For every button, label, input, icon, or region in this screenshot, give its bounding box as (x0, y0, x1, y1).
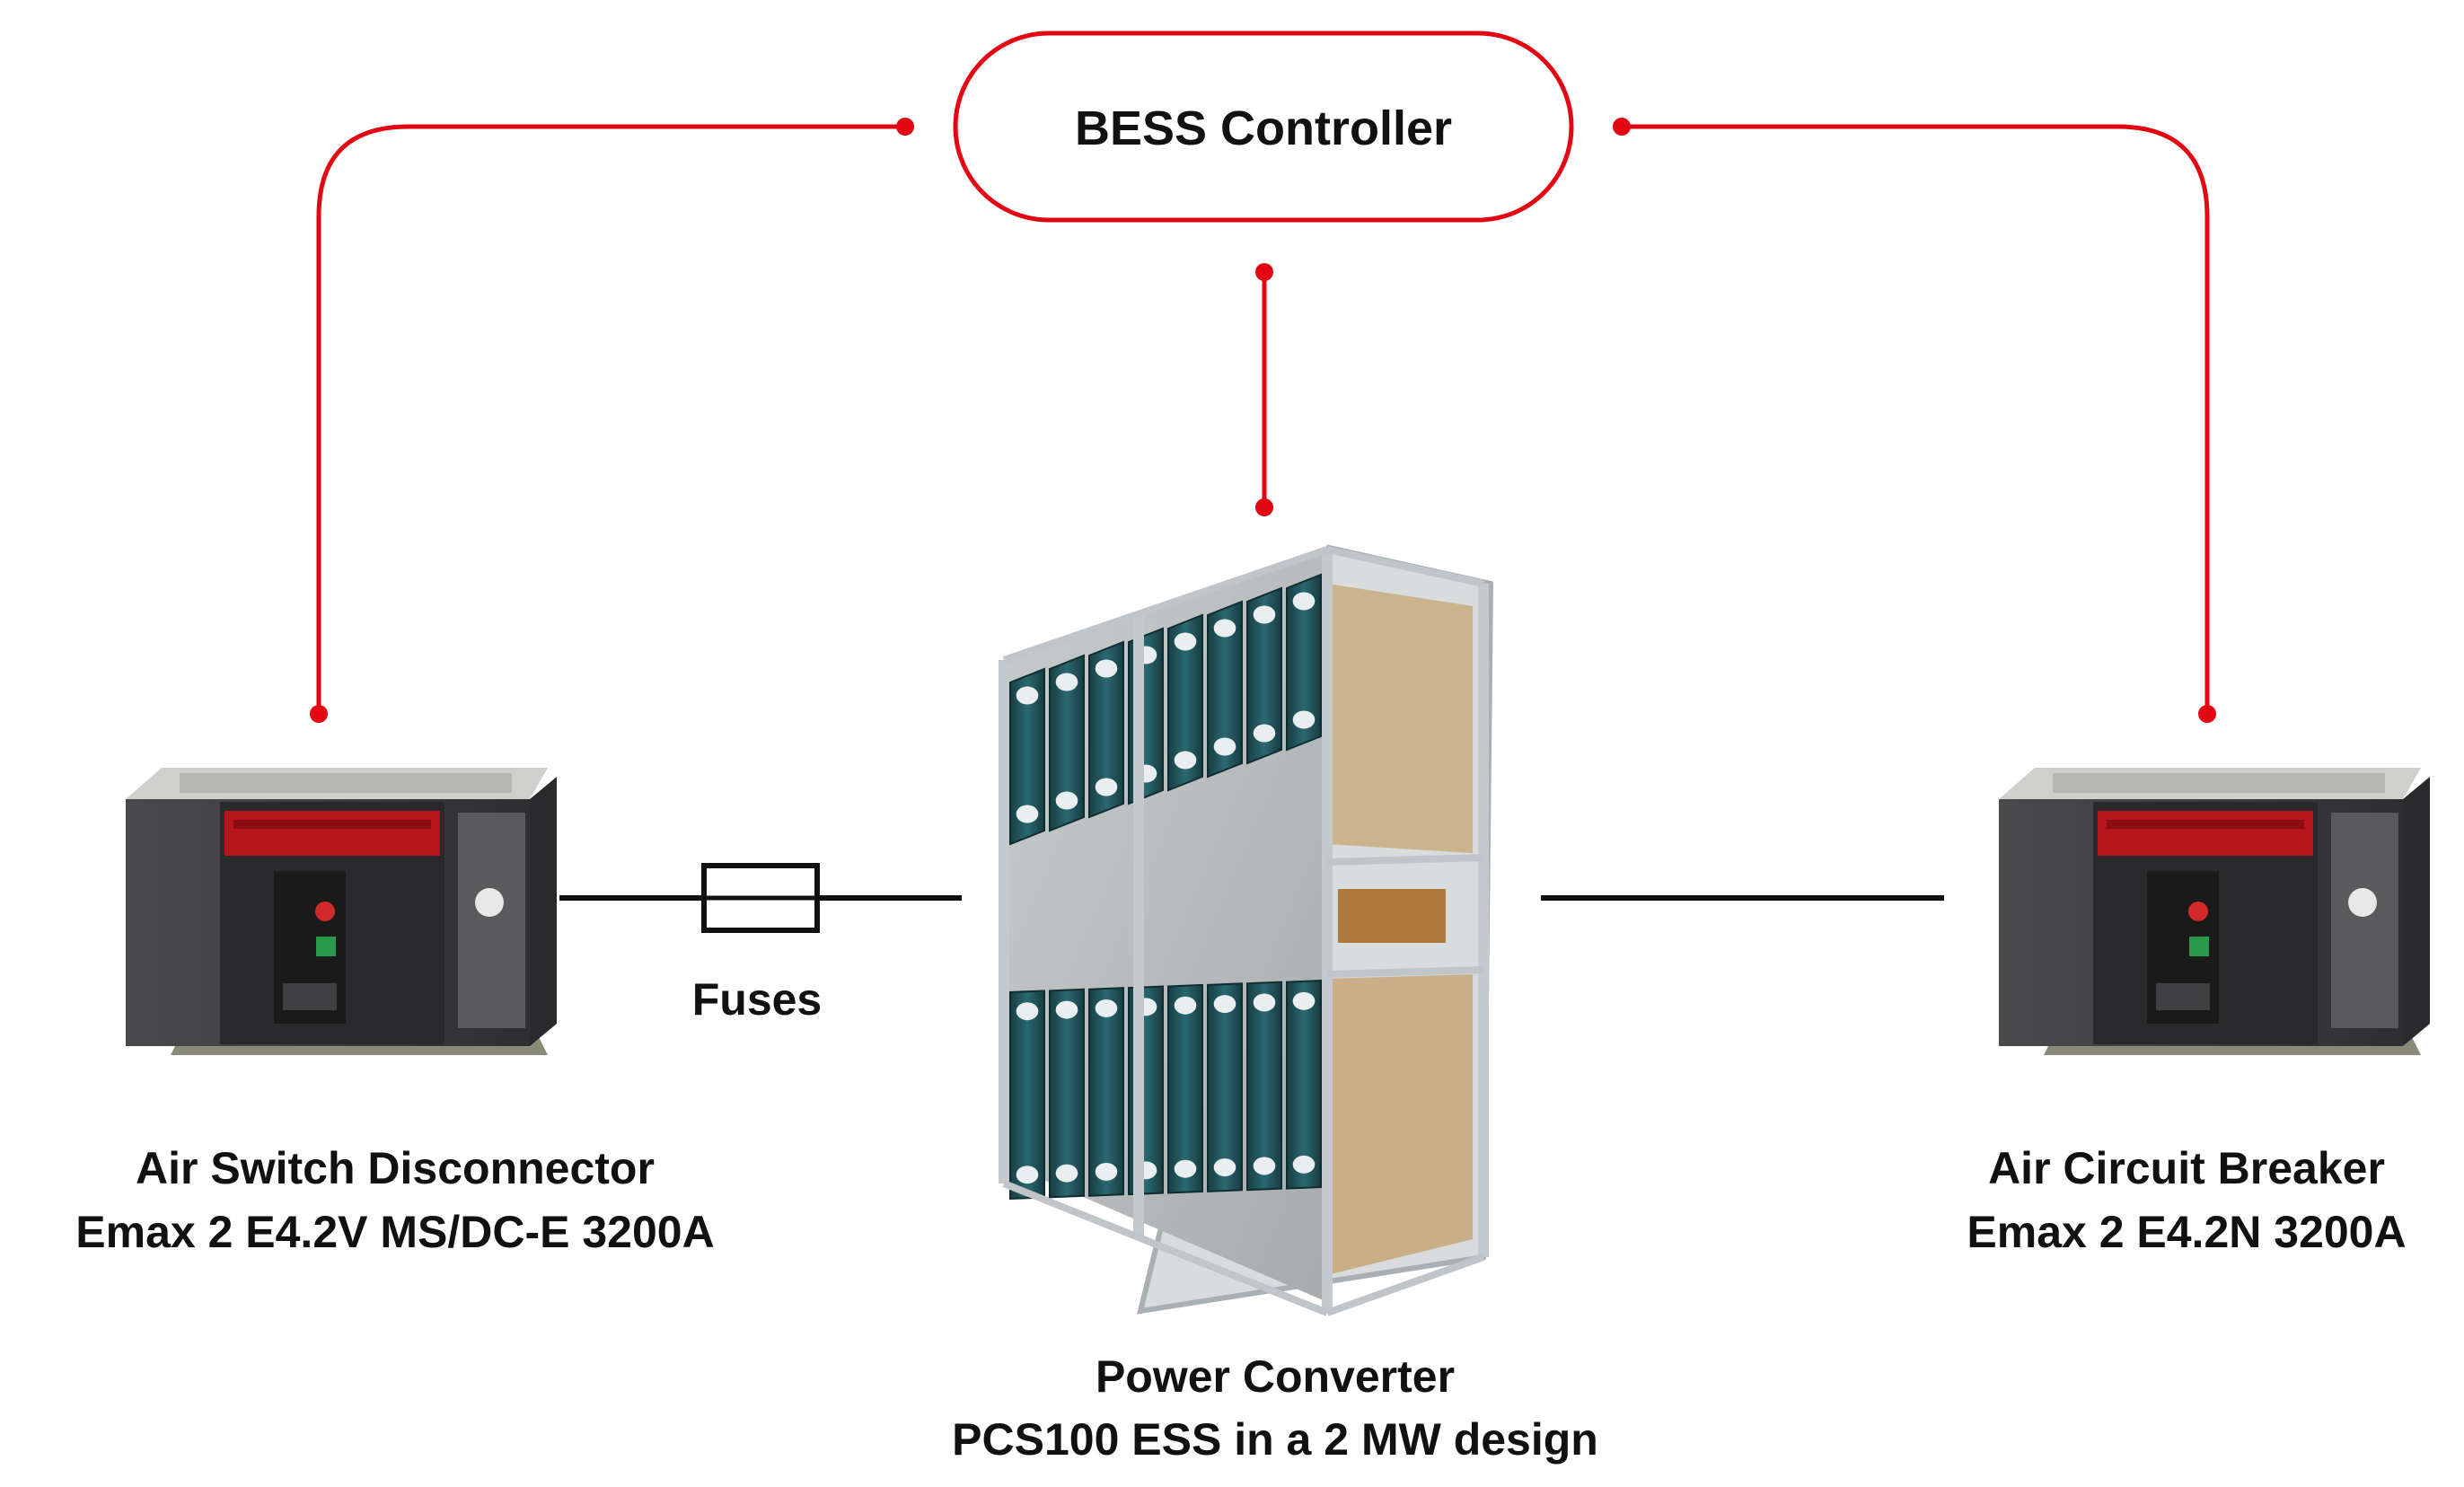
converter-model: PCS100 ESS in a 2 MW design (952, 1414, 1598, 1465)
module-fan-icon (1095, 1162, 1118, 1181)
module-row-top (1009, 573, 1322, 846)
module-fan-icon (1292, 1155, 1316, 1174)
breaker-red-panel-slots (233, 820, 431, 829)
link-controller-to-right-device (1622, 124, 2210, 714)
module-fan-icon (1095, 659, 1118, 678)
power-module (1286, 573, 1322, 752)
module-fan-icon (1253, 605, 1276, 624)
breaker-red-panel-slots (2107, 820, 2304, 829)
breaker-red-panel (2098, 811, 2313, 856)
converter-caption: Power Converter PCS100 ESS in a 2 MW des… (952, 1351, 1598, 1465)
module-fan-icon (1253, 724, 1276, 743)
cabinet-frame-rails (1002, 546, 1485, 1316)
link-controller-to-left-device (316, 124, 905, 714)
module-fan-icon (1055, 791, 1078, 810)
module-fan-icon (1213, 995, 1236, 1014)
power-module (1207, 600, 1243, 779)
air-switch-disconnector-icon (126, 768, 557, 1055)
breaker-button-red (315, 902, 335, 921)
module-fan-icon (1016, 686, 1039, 705)
power-module (1167, 983, 1203, 1194)
right-device-caption: Air Circuit Breaker Emax 2 E4.2N 3200A (1967, 1143, 2406, 1257)
left-device-model: Emax 2 E4.2V MS/DC-E 3200A (75, 1207, 714, 1257)
right-device-model: Emax 2 E4.2N 3200A (1967, 1207, 2406, 1257)
breaker-side (530, 777, 557, 1046)
module-fan-icon (1055, 1000, 1078, 1019)
breaker-handle (2156, 983, 2210, 1010)
module-fan-icon (1016, 1002, 1039, 1021)
controller-box (953, 31, 1574, 223)
module-fan-icon (1253, 993, 1276, 1012)
left-device-name: Air Switch Disconnector (136, 1143, 655, 1193)
module-fan-icon (1213, 1158, 1236, 1177)
module-fan-icon (1055, 673, 1078, 691)
link-dot (1255, 498, 1273, 516)
power-converter-cabinet-icon (999, 544, 1494, 1316)
module-fan-icon (1213, 619, 1236, 638)
module-fan-icon (1016, 805, 1039, 823)
cabinet-busbar (1338, 889, 1446, 943)
breaker-side (2403, 777, 2430, 1046)
breaker-button-green (2189, 937, 2209, 956)
module-fan-icon (1174, 1159, 1197, 1178)
breaker-vents (180, 773, 512, 793)
power-module (1246, 586, 1282, 765)
control-links (316, 124, 2210, 714)
link-dot (1613, 118, 1631, 136)
power-module (1049, 988, 1085, 1199)
module-fan-icon (1292, 592, 1316, 611)
module-fan-icon (1213, 737, 1236, 756)
module-fan-icon (1095, 999, 1118, 1017)
power-module (1088, 640, 1124, 819)
module-fan-icon (1095, 778, 1118, 796)
breaker-button-red (2188, 902, 2208, 921)
power-module (1009, 667, 1045, 846)
link-endpoint-dots (310, 118, 2216, 723)
fuse-label: Fuses (692, 974, 823, 1025)
breaker-vents (2053, 773, 2385, 793)
module-fan-icon (1016, 1166, 1039, 1184)
cabinet-side-panel-top (1327, 584, 1473, 853)
power-module (1049, 654, 1085, 832)
converter-name: Power Converter (1096, 1351, 1455, 1402)
breaker-right-panel (2331, 813, 2398, 1028)
left-device-caption: Air Switch Disconnector Emax 2 E4.2V MS/… (75, 1143, 714, 1257)
cabinet-side-panel-bottom (1327, 974, 1473, 1275)
breaker-knob (475, 888, 504, 917)
module-fan-icon (1055, 1164, 1078, 1183)
link-dot (2198, 705, 2216, 723)
module-fan-icon (1174, 751, 1197, 770)
controller-label: BESS Controller (1075, 101, 1452, 155)
module-fan-icon (1174, 632, 1197, 651)
cabinet-frame-uprights (999, 550, 1489, 1313)
module-fan-icon (1253, 1157, 1276, 1175)
breaker-red-panel (224, 811, 440, 856)
power-module (1207, 982, 1243, 1192)
breaker-right-panel (458, 813, 525, 1028)
power-module (1246, 981, 1282, 1192)
link-dot (310, 705, 328, 723)
breaker-knob (2348, 888, 2377, 917)
breaker-button-green (316, 937, 336, 956)
module-fan-icon (1292, 991, 1316, 1010)
link-dot (896, 118, 914, 136)
power-module (1167, 613, 1203, 792)
fuse-symbol-icon: Fuses (692, 863, 823, 1025)
module-fan-icon (1292, 710, 1316, 729)
module-fan-icon (1174, 996, 1197, 1015)
breaker-handle (283, 983, 337, 1010)
bess-controller-node: BESS Controller (953, 31, 1574, 223)
air-circuit-breaker-icon (1999, 768, 2430, 1055)
link-dot (1255, 263, 1273, 281)
power-module (1286, 979, 1322, 1190)
power-module (1088, 987, 1124, 1197)
right-device-name: Air Circuit Breaker (1988, 1143, 2385, 1193)
